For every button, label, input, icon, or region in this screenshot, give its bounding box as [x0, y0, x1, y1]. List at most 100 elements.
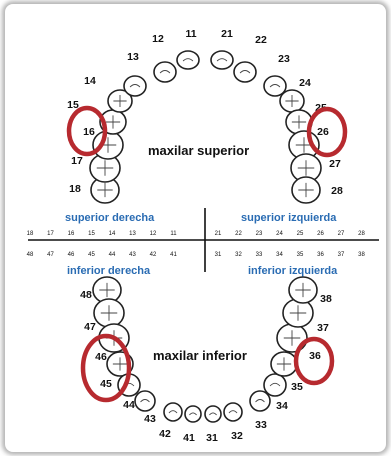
tooth-43 [134, 390, 156, 412]
quadrant-lower-number-34: 34 [276, 252, 283, 258]
quadrant-lower-number-43: 43 [129, 252, 136, 258]
quadrant-lower-number-42: 42 [150, 252, 157, 258]
highlight-ring-16 [66, 105, 108, 157]
quadrant-row-upper: 18 17 16 15 14 13 12 11 21 22 23 24 25 26 27 28 [27, 231, 366, 237]
quadrant-lower-number-33: 33 [256, 252, 263, 258]
upper-jaw-label: maxilar superior [148, 143, 249, 158]
tooth-number-18: 18 [69, 183, 81, 195]
tooth-number-28: 28 [331, 185, 343, 197]
tooth-number-47: 47 [84, 321, 96, 333]
quadrant-lower-number-44: 44 [109, 252, 116, 258]
tooth-number-31: 31 [206, 432, 218, 444]
tooth-number-13: 13 [127, 51, 139, 63]
tooth-number-24: 24 [299, 77, 311, 89]
quadrant-upper-number-17: 17 [47, 231, 54, 237]
quadrant-upper-number-22: 22 [235, 231, 242, 237]
highlight-ring-26 [306, 106, 348, 158]
tooth-number-32: 32 [231, 430, 243, 442]
quadrant-upper-number-25: 25 [297, 231, 304, 237]
quadrant-upper-number-12: 12 [150, 231, 157, 237]
tooth-number-16: 16 [83, 126, 95, 138]
tooth-22 [233, 61, 257, 83]
tooth-number-44: 44 [123, 399, 135, 411]
tooth-32 [223, 402, 243, 422]
tooth-number-15: 15 [67, 99, 79, 111]
tooth-number-45: 45 [100, 378, 112, 390]
quadrant-upper-number-13: 13 [129, 231, 136, 237]
tooth-number-33: 33 [255, 419, 267, 431]
tooth-28 [291, 176, 321, 204]
tooth-35 [270, 351, 298, 377]
tooth-number-34: 34 [276, 400, 288, 412]
tooth-numbering-diagram: maxilar superior maxilar inferior superi… [27, 28, 379, 444]
lower-teeth-group [92, 276, 318, 423]
tooth-number-23: 23 [278, 53, 290, 65]
quadrant-lower-number-31: 31 [215, 252, 222, 258]
quadrant-upper-number-27: 27 [338, 231, 345, 237]
tooth-11 [176, 50, 200, 70]
quadrant-lower-number-35: 35 [297, 252, 304, 258]
highlight-ring-46-45 [80, 333, 132, 403]
upper-teeth-group [89, 50, 322, 204]
tooth-number-38: 38 [320, 293, 332, 305]
tooth-number-27: 27 [329, 158, 341, 170]
tooth-37 [282, 298, 314, 328]
lower-jaw-label: maxilar inferior [153, 348, 247, 363]
tooth-34 [263, 373, 287, 397]
quadrant-upper-number-24: 24 [276, 231, 283, 237]
tooth-36 [276, 323, 308, 353]
tooth-number-26: 26 [317, 126, 329, 138]
tooth-14 [107, 89, 133, 113]
tooth-number-37: 37 [317, 322, 329, 334]
tooth-number-35: 35 [291, 381, 303, 393]
lower-left-label: inferior izquierda [248, 265, 338, 277]
tooth-number-17: 17 [71, 155, 83, 167]
tooth-47 [93, 298, 125, 328]
tooth-16 [92, 130, 124, 160]
tooth-number-22: 22 [255, 34, 267, 46]
quadrant-upper-number-14: 14 [109, 231, 116, 237]
quadrant-lower-number-48: 48 [27, 252, 34, 258]
tooth-number-48: 48 [80, 289, 92, 301]
quadrant-lower-number-38: 38 [358, 252, 365, 258]
tooth-number-36: 36 [309, 350, 321, 362]
tooth-number-43: 43 [144, 413, 156, 425]
upper-left-label: superior izquierda [241, 212, 337, 224]
tooth-12 [153, 61, 177, 83]
tooth-21 [210, 50, 234, 70]
quadrant-upper-number-28: 28 [358, 231, 365, 237]
tooth-24 [279, 89, 305, 113]
tooth-13 [123, 75, 147, 97]
tooth-33 [249, 390, 271, 412]
tooth-31 [204, 405, 222, 423]
tooth-17 [89, 153, 121, 183]
dental-chart-card: maxilar superior maxilar inferior superi… [5, 4, 386, 452]
quadrant-lower-number-32: 32 [235, 252, 242, 258]
quadrant-lower-number-37: 37 [338, 252, 345, 258]
upper-right-label: superior derecha [65, 212, 155, 224]
tooth-42 [163, 402, 183, 422]
tooth-number-41: 41 [183, 432, 195, 444]
tooth-23 [263, 75, 287, 97]
quadrant-lower-number-47: 47 [47, 252, 54, 258]
quadrant-lower-number-41: 41 [170, 252, 177, 258]
quadrant-lower-number-46: 46 [68, 252, 75, 258]
tooth-41 [184, 405, 202, 423]
quadrant-upper-number-11: 11 [170, 231, 177, 237]
tooth-number-14: 14 [84, 75, 96, 87]
lower-right-label: inferior derecha [67, 265, 151, 277]
tooth-38 [288, 276, 318, 304]
quadrant-upper-number-15: 15 [88, 231, 95, 237]
quadrant-lower-number-45: 45 [88, 252, 95, 258]
quadrant-upper-number-23: 23 [256, 231, 263, 237]
quadrant-upper-number-18: 18 [27, 231, 34, 237]
highlight-ring-36 [293, 336, 335, 386]
quadrant-upper-number-26: 26 [317, 231, 324, 237]
quadrant-upper-number-21: 21 [215, 231, 222, 237]
tooth-number-11: 11 [185, 28, 196, 40]
quadrant-lower-number-36: 36 [317, 252, 324, 258]
quadrant-row-lower: 48 47 46 45 44 43 42 41 31 32 33 34 35 36 37 38 [27, 252, 366, 258]
tooth-number-12: 12 [152, 33, 164, 45]
quadrant-upper-number-16: 16 [68, 231, 75, 237]
